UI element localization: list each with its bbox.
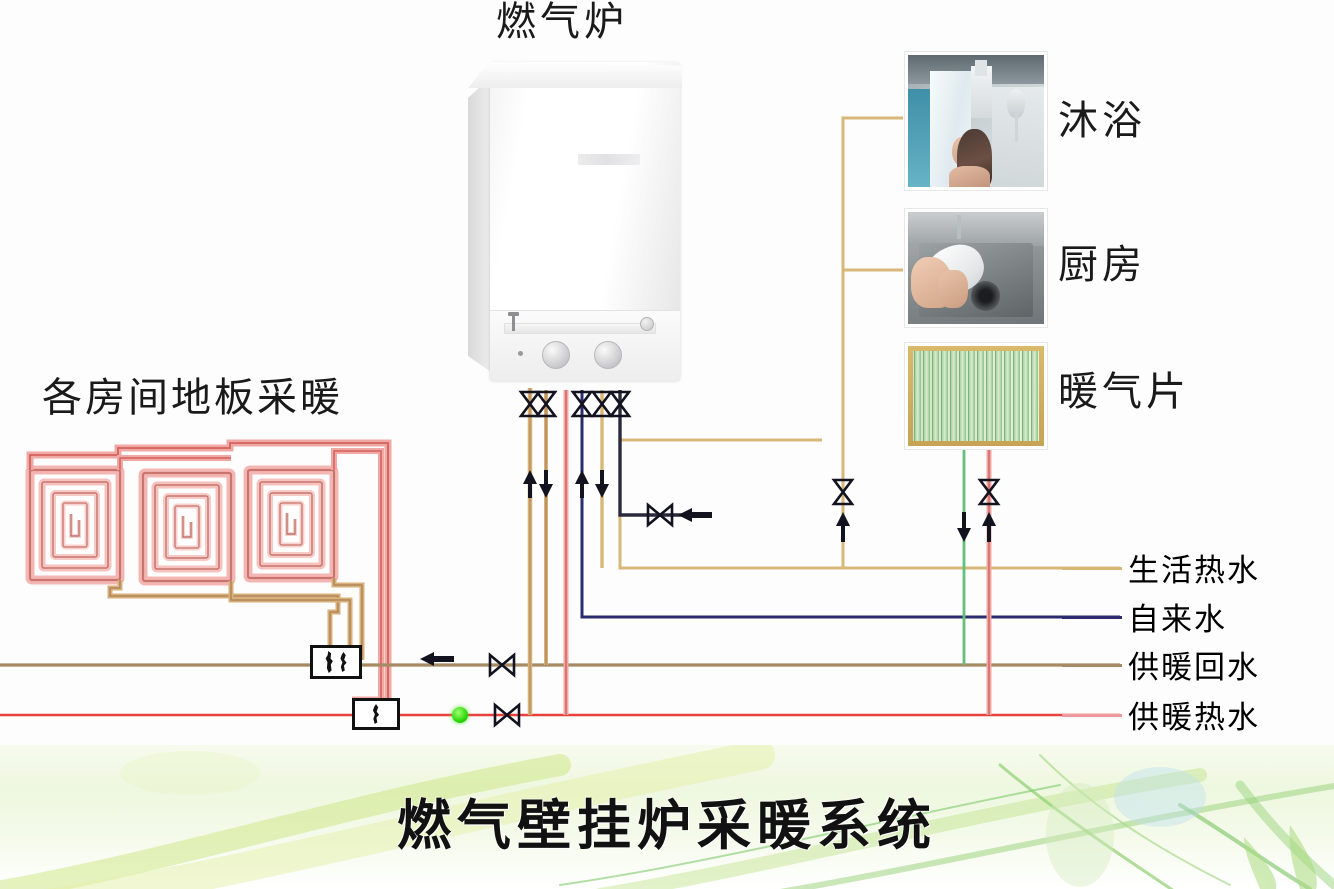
legend-label-0: 生活热水 <box>1128 553 1260 589</box>
legend-label-3: 供暖热水 <box>1128 700 1260 736</box>
boiler-top <box>468 62 682 88</box>
floor-heating-label: 各房间地板采暖 <box>42 375 343 421</box>
manifold-valve-glyph <box>325 651 333 673</box>
boiler-lever-icon <box>508 312 519 331</box>
gas-boiler[interactable] <box>462 52 692 392</box>
gas-line <box>618 390 700 517</box>
boiler-mode-knob[interactable] <box>594 341 622 369</box>
radiator-fins <box>913 351 1039 441</box>
banner-grass-decor <box>0 745 1334 889</box>
circulation-pump[interactable] <box>452 707 468 723</box>
legend-label-1: 自来水 <box>1128 602 1227 638</box>
legend-label-2: 供暖回水 <box>1128 650 1260 686</box>
boiler-temperature-knob[interactable] <box>542 341 570 369</box>
legend-swatch-1 <box>1062 616 1122 619</box>
kitchen-label: 厨房 <box>1058 242 1146 288</box>
manifold-supply-glyph <box>372 704 380 724</box>
boiler-brand-plate <box>578 154 640 165</box>
system-title: 燃气壁挂炉采暖系统 <box>397 794 937 857</box>
boiler-display-strip <box>504 323 656 334</box>
title-banner: 燃气壁挂炉采暖系统 <box>0 745 1334 889</box>
floor-heating-return-manifold[interactable] <box>310 645 362 679</box>
pipe-network <box>0 116 1120 717</box>
floor-heating-coils <box>25 465 339 586</box>
boiler-label: 燃气炉 <box>496 0 628 45</box>
radiator-label: 暖气片 <box>1058 369 1190 415</box>
boiler-pressure-cap-icon <box>640 317 654 331</box>
shower-label: 沐浴 <box>1058 98 1146 144</box>
boiler-control-panel[interactable] <box>490 310 680 381</box>
legend-swatch-2 <box>1062 664 1122 667</box>
legend-swatch-0 <box>1062 567 1122 570</box>
kitchen-photo <box>905 209 1047 327</box>
boiler-indicator-led <box>518 351 523 356</box>
trunk-cold-water <box>580 390 1120 619</box>
radiator-photo <box>905 343 1047 449</box>
floor-heating-supply-manifold[interactable] <box>352 698 400 730</box>
boiler-side-panel <box>468 74 494 374</box>
trunk-domestic-hot-water <box>618 438 1120 570</box>
shower-photo <box>905 52 1047 190</box>
legend-swatch-3 <box>1062 714 1122 717</box>
manifold-valve-glyph-2 <box>340 652 347 672</box>
